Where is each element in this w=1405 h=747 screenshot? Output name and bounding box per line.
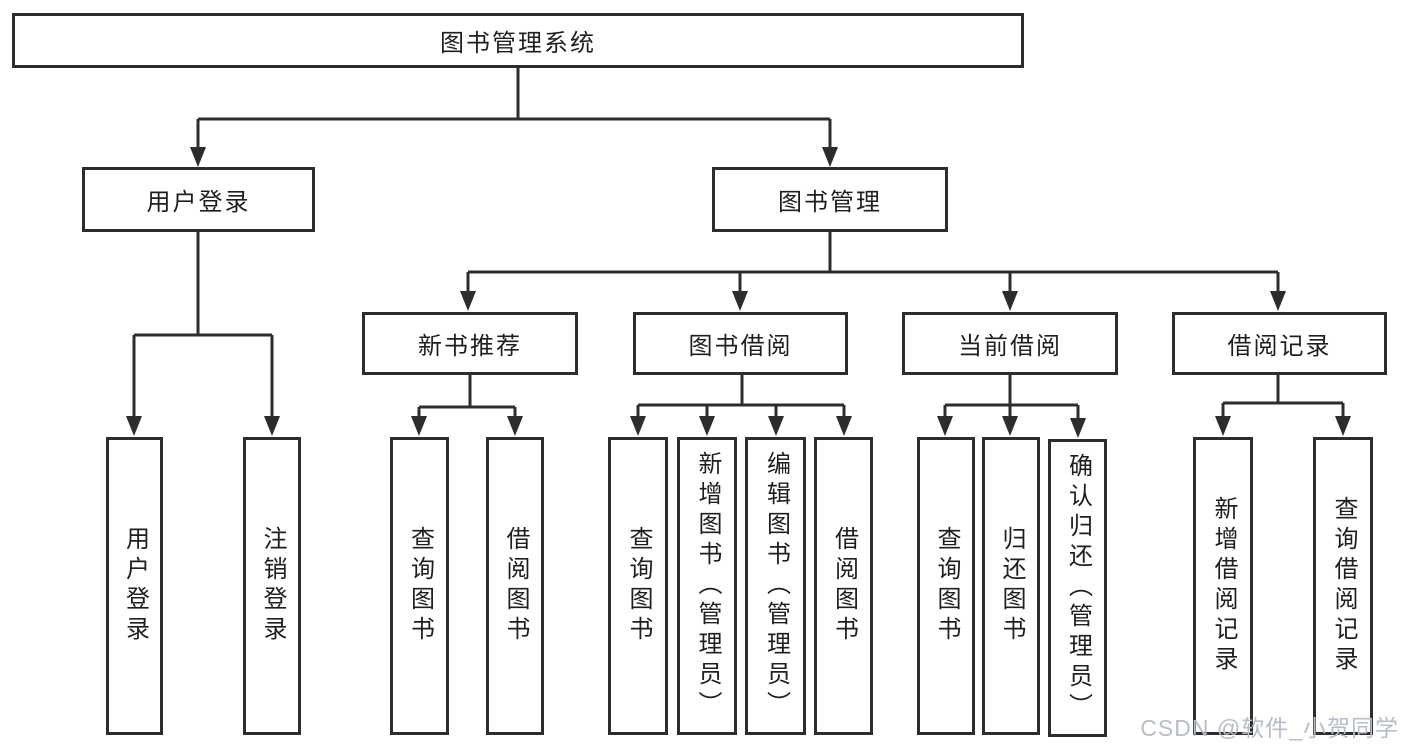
node-user-login: 用户登录 bbox=[82, 167, 315, 232]
leaf-recommend-borrow-books: 借阅图书 bbox=[486, 437, 544, 735]
node-root-label: 图书管理系统 bbox=[440, 30, 596, 57]
leaf-current-return-books-label: 归还图书 bbox=[998, 526, 1025, 646]
leaf-borrow-query-books-label: 查询图书 bbox=[625, 526, 652, 646]
leaf-borrow-add-books-admin-label: 新增图书（管理员） bbox=[694, 451, 721, 721]
leaf-logout: 注销登录 bbox=[243, 437, 301, 735]
leaf-record-add-record: 新增借阅记录 bbox=[1193, 437, 1253, 735]
leaf-borrow-add-books-admin: 新增图书（管理员） bbox=[677, 437, 737, 735]
node-current-borrow-label: 当前借阅 bbox=[958, 333, 1062, 360]
node-book-borrow: 图书借阅 bbox=[633, 312, 848, 375]
leaf-current-return-books: 归还图书 bbox=[982, 437, 1040, 735]
node-root: 图书管理系统 bbox=[12, 13, 1024, 68]
leaf-borrow-borrow-books-label: 借阅图书 bbox=[830, 526, 858, 646]
leaf-current-confirm-return-admin: 确认归还（管理员） bbox=[1048, 439, 1107, 737]
leaf-current-query-books-label: 查询图书 bbox=[933, 526, 960, 646]
arrowheads bbox=[126, 147, 1351, 438]
leaf-logout-label: 注销登录 bbox=[259, 526, 286, 646]
leaf-record-query-record-label: 查询借阅记录 bbox=[1330, 496, 1357, 676]
leaf-record-add-record-label: 新增借阅记录 bbox=[1210, 496, 1237, 676]
node-user-login-label: 用户登录 bbox=[146, 189, 251, 216]
node-current-borrow: 当前借阅 bbox=[902, 312, 1118, 375]
leaf-current-confirm-return-admin-label: 确认归还（管理员） bbox=[1064, 453, 1092, 723]
leaf-borrow-edit-books-admin-label: 编辑图书（管理员） bbox=[762, 451, 790, 721]
leaf-borrow-query-books: 查询图书 bbox=[608, 437, 668, 735]
edge-lines bbox=[132, 68, 1345, 421]
leaf-recommend-borrow-books-label: 借阅图书 bbox=[502, 526, 529, 646]
leaf-recommend-query-books: 查询图书 bbox=[390, 437, 449, 735]
node-borrow-record: 借阅记录 bbox=[1172, 312, 1387, 375]
node-book-management: 图书管理 bbox=[712, 167, 948, 232]
leaf-current-query-books: 查询图书 bbox=[917, 437, 975, 735]
leaf-user-login: 用户登录 bbox=[106, 437, 163, 735]
node-new-book-recommend-label: 新书推荐 bbox=[418, 333, 522, 360]
node-new-book-recommend: 新书推荐 bbox=[362, 312, 578, 375]
node-book-management-label: 图书管理 bbox=[778, 189, 882, 216]
leaf-user-login-label: 用户登录 bbox=[121, 526, 149, 646]
leaf-borrow-edit-books-admin: 编辑图书（管理员） bbox=[745, 437, 806, 735]
node-borrow-record-label: 借阅记录 bbox=[1227, 333, 1332, 360]
leaf-record-query-record: 查询借阅记录 bbox=[1313, 437, 1373, 735]
node-book-borrow-label: 图书借阅 bbox=[688, 333, 793, 360]
leaf-borrow-borrow-books: 借阅图书 bbox=[814, 437, 873, 735]
leaf-recommend-query-books-label: 查询图书 bbox=[406, 526, 434, 646]
csdn-watermark: CSDN @软件_小贺同学 bbox=[1140, 715, 1399, 741]
